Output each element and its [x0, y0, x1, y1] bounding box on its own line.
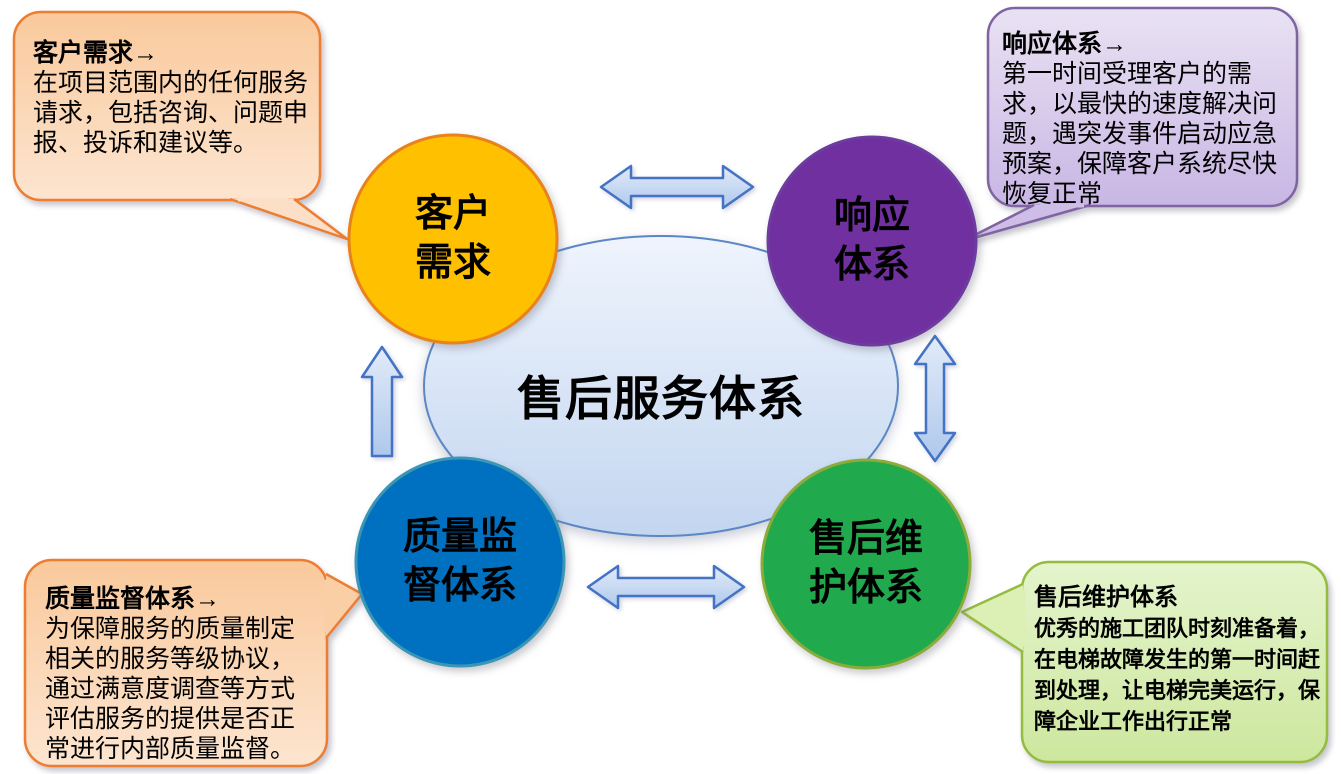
node-response-circle [766, 135, 978, 347]
callout-customer-bubble [12, 10, 322, 202]
node-quality-circle [354, 456, 566, 668]
callout-maintenance-body: 优秀的施工团队时刻准备着，在电梯故障发生的第一时间赶到处理，让电梯完美运行，保障… [1034, 616, 1321, 734]
callout-maintenance-text: 售后维护体系 优秀的施工团队时刻准备着，在电梯故障发生的第一时间赶到处理，让电梯… [1022, 562, 1327, 762]
callout-quality [23, 558, 364, 768]
callout-customer-tail [229, 197, 349, 241]
callout-response-tail [961, 203, 1091, 243]
callout-quality-text: 质量监督体系→ 为保障服务的质量制定相关的服务等级协议，通过满意度调查等方式评估… [25, 560, 327, 766]
callout-maintenance-heading: 售后维护体系 [1034, 584, 1178, 611]
node-response-label: 响应 体系 [833, 195, 910, 286]
callout-quality-heading: 质量监督体系→ [45, 585, 221, 613]
arrow-left-up-icon [360, 345, 404, 458]
callout-response-body: 第一时间受理客户的需求，以最快的速度解决问题，遇突发事件启动应急预案，保障客户系… [1002, 60, 1278, 208]
node-customer-circle [347, 133, 559, 345]
callout-response [961, 6, 1299, 243]
callout-maintenance [960, 560, 1329, 764]
callout-response-heading: 响应体系→ [1002, 30, 1128, 58]
node-maintenance-label: 售后维 护体系 [808, 518, 923, 609]
callout-response-bubble [986, 6, 1299, 208]
arrow-bottom-horizontal-icon [586, 564, 746, 610]
callout-quality-bubble [23, 558, 329, 768]
callout-customer-body: 在项目范围内的任何服务请求，包括咨询、问题申报、投诉和建议等。 [33, 69, 309, 157]
node-maintenance-circle [760, 458, 972, 670]
callout-maintenance-bubble [1020, 560, 1329, 764]
callout-customer [12, 10, 349, 241]
center-title: 售后服务体系 [517, 372, 805, 425]
callout-response-text: 响应体系→ 第一时间受理客户的需求，以最快的速度解决问题，遇突发事件启动应急预案… [988, 8, 1297, 208]
node-customer-label: 客户 需求 [414, 193, 491, 284]
node-quality-label: 质量监 督体系 [402, 516, 517, 607]
callout-quality-body: 为保障服务的质量制定相关的服务等级协议，通过满意度调查等方式评估服务的提供是否正… [45, 615, 296, 763]
arrow-right-vertical-icon [913, 334, 957, 463]
callout-customer-heading: 客户需求→ [33, 39, 159, 67]
callout-customer-text: 客户需求→ 在项目范围内的任何服务请求，包括咨询、问题申报、投诉和建议等。 [14, 12, 320, 200]
callout-maintenance-tail [960, 582, 1024, 654]
center-ellipse [423, 235, 899, 537]
arrow-top-horizontal-icon [599, 164, 755, 210]
